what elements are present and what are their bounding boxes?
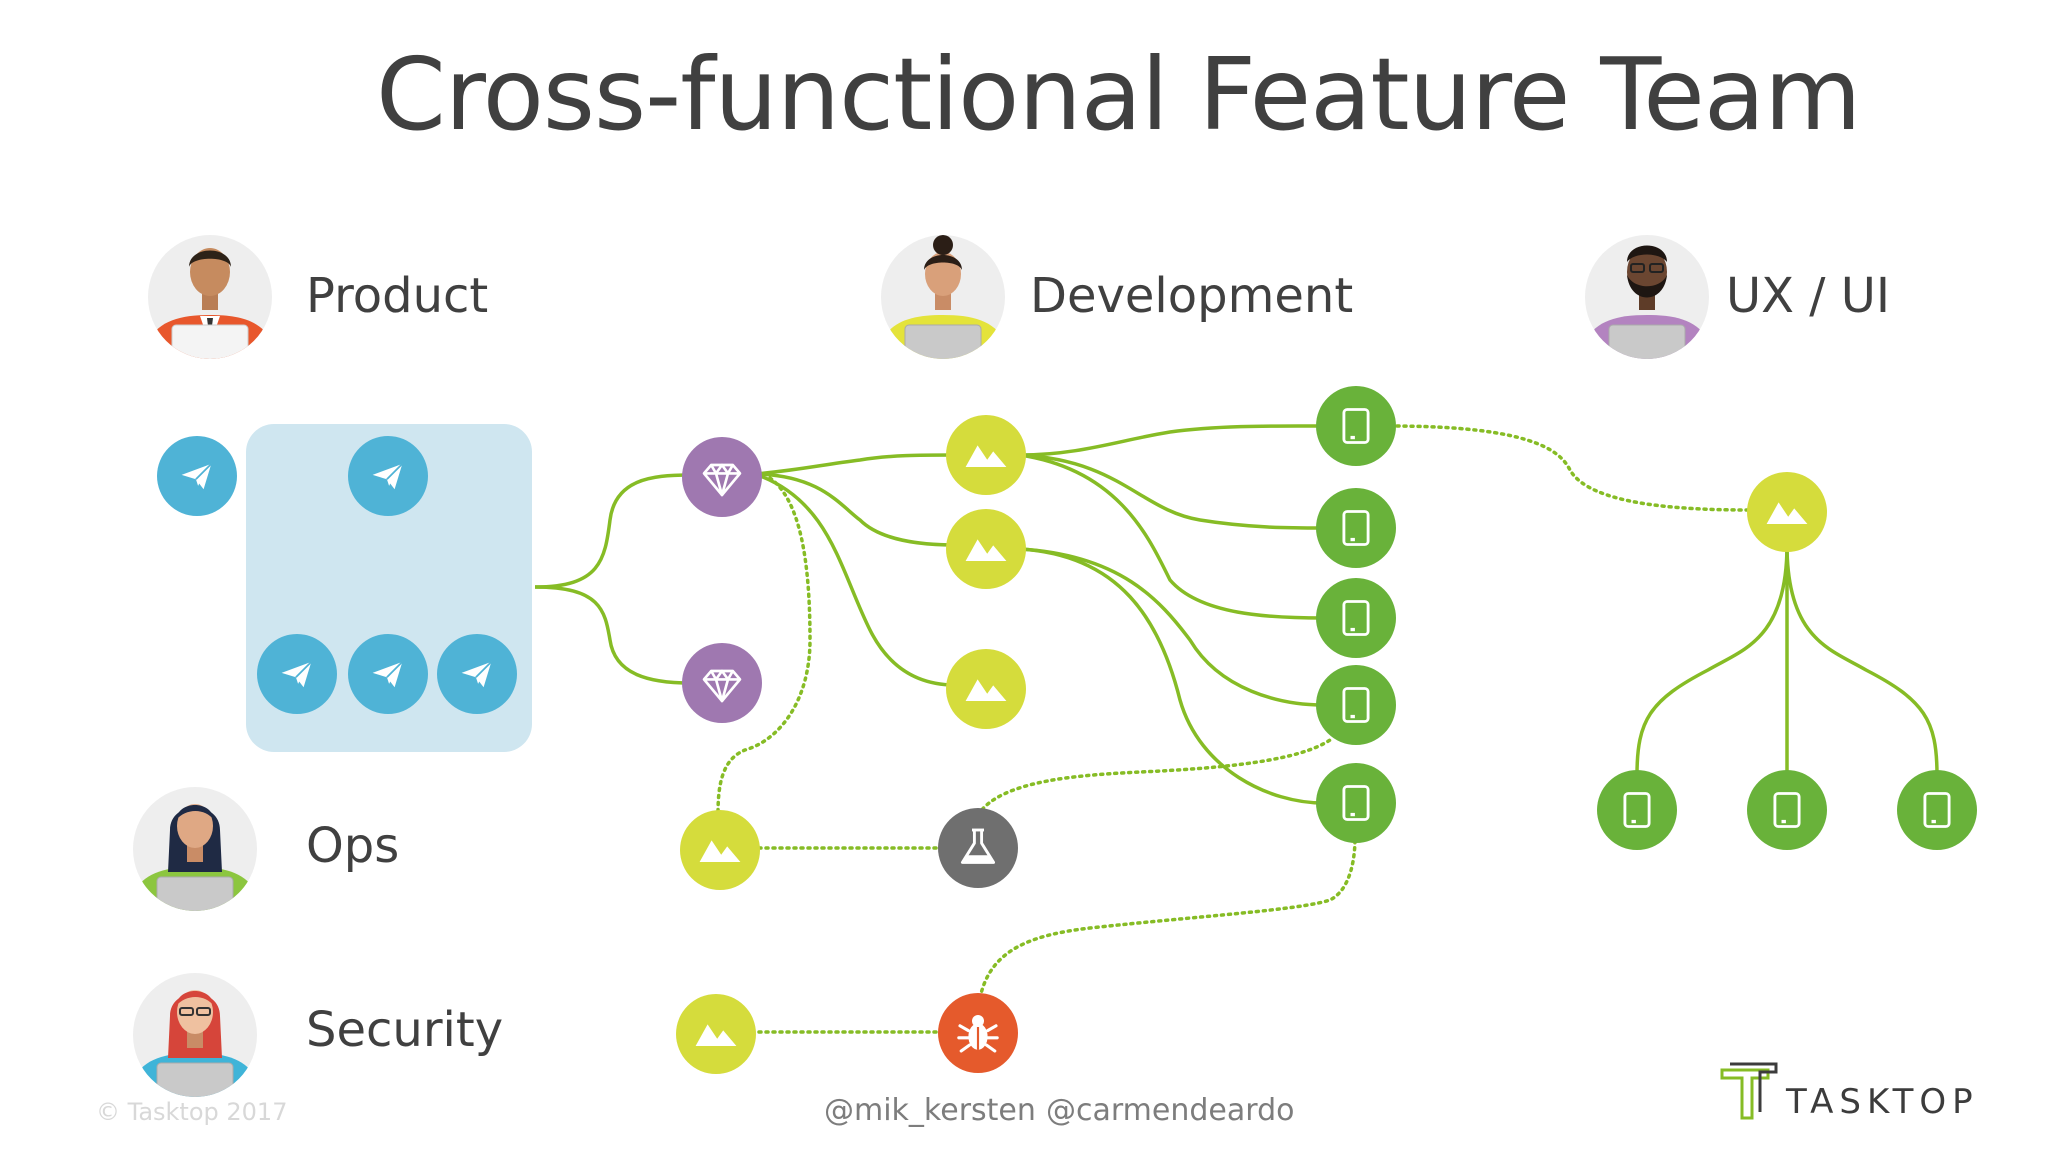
dotted-link-task-ux	[1388, 424, 1752, 512]
story-node-2[interactable]	[946, 509, 1026, 589]
avatar-product	[148, 235, 272, 359]
dotted-link-epic-ops	[716, 476, 812, 817]
twitter-handle-1: @mik_kersten	[824, 1093, 1036, 1128]
link-epic-story-2	[754, 472, 956, 547]
story-node-1[interactable]	[946, 415, 1026, 495]
avatar-security	[133, 973, 257, 1097]
tasktop-logo-text: TASKTOP	[1786, 1082, 1979, 1122]
story-node-3[interactable]	[946, 649, 1026, 729]
feature-node-child-1[interactable]	[257, 634, 337, 714]
link-group-epic-2	[534, 585, 691, 685]
test-node[interactable]	[938, 808, 1018, 888]
task-node-5[interactable]	[1316, 763, 1396, 843]
avatar-ux-ui	[1585, 235, 1709, 359]
task-node-1[interactable]	[1316, 386, 1396, 466]
link-story1-task2	[1019, 453, 1324, 530]
task-node-4[interactable]	[1316, 665, 1396, 745]
avatar-development	[881, 235, 1005, 359]
link-story1-task3	[1019, 453, 1324, 620]
task-node-2[interactable]	[1316, 488, 1396, 568]
feature-node-child-2[interactable]	[348, 634, 428, 714]
tasktop-logo-mark	[1720, 1062, 1778, 1120]
link-epic-story-1	[754, 453, 956, 476]
task-node-ux-1[interactable]	[1597, 770, 1677, 850]
story-node-ops[interactable]	[680, 810, 760, 890]
link-story2-task4	[1019, 547, 1324, 707]
defect-node[interactable]	[938, 993, 1018, 1073]
task-node-ux-3[interactable]	[1897, 770, 1977, 850]
dotted-link-defect-task	[978, 836, 1357, 1000]
link-group-epic-1	[534, 473, 691, 589]
dotted-link-test-task	[976, 738, 1332, 817]
link-story2-task5	[1019, 547, 1324, 805]
task-node-ux-2[interactable]	[1747, 770, 1827, 850]
feature-node-child-3[interactable]	[437, 634, 517, 714]
link-ux-tree-1	[1635, 544, 1789, 776]
role-label-product: Product	[306, 268, 489, 324]
role-label-ux-ui: UX / UI	[1726, 268, 1890, 324]
task-node-3[interactable]	[1316, 578, 1396, 658]
link-ux-tree-3	[1785, 544, 1939, 776]
link-story1-task1	[1019, 424, 1324, 457]
epic-node-2[interactable]	[682, 643, 762, 723]
role-label-ops: Ops	[306, 818, 400, 874]
story-node-ux[interactable]	[1747, 472, 1827, 552]
role-label-development: Development	[1030, 268, 1354, 324]
epic-node-1[interactable]	[682, 437, 762, 517]
story-node-security[interactable]	[676, 994, 756, 1074]
dotted-links	[716, 424, 1752, 1034]
link-epic-story-3	[754, 472, 956, 687]
feature-node-parent[interactable]	[348, 436, 428, 516]
role-label-security: Security	[306, 1002, 504, 1058]
page-title: Cross-functional Feature Team	[376, 36, 1862, 153]
avatar-ops	[133, 787, 257, 911]
copyright-notice: © Tasktop 2017	[96, 1098, 288, 1126]
twitter-handle-2: @carmendeardo	[1046, 1093, 1295, 1128]
feature-node-standalone[interactable]	[157, 436, 237, 516]
connector-lines	[295, 424, 1939, 805]
